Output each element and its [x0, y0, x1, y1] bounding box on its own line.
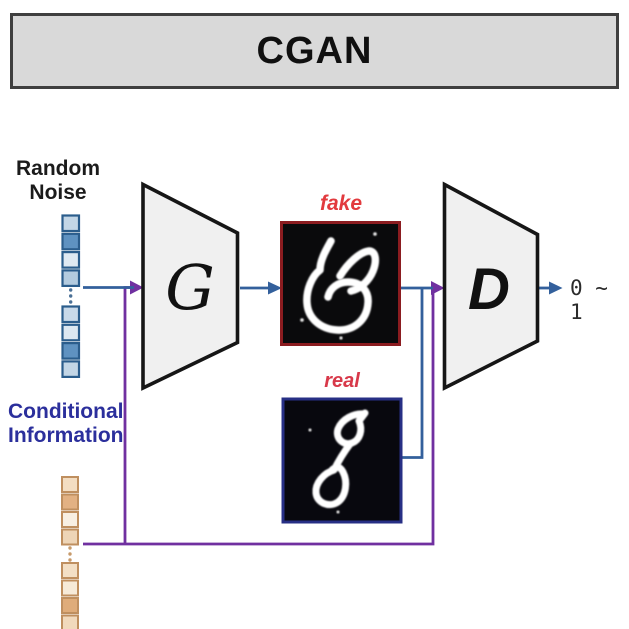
noise-square: [61, 305, 81, 324]
discriminator-block: [442, 181, 540, 391]
noise-square: [61, 251, 81, 269]
noise-square: [61, 232, 81, 251]
real-label: real: [324, 370, 360, 392]
noise-ellipsis-icon: [69, 288, 73, 304]
page-title: CGAN: [256, 29, 373, 72]
fake-image: [280, 221, 401, 346]
output-range-label: 0 ~ 1: [570, 276, 608, 324]
fake-input-arrowhead-icon: [268, 281, 282, 295]
discriminator-label: D: [468, 257, 510, 322]
conditional-square: [61, 476, 79, 493]
real-image: [281, 397, 403, 524]
conditional-information-label: Conditional Information: [8, 400, 124, 447]
noise-square: [61, 360, 81, 378]
fake-digit-glyph-hook: [336, 247, 380, 295]
noise-square: [61, 342, 81, 360]
generator-block: [141, 181, 240, 391]
real-to-discriminator-line: [402, 288, 424, 459]
conditional-ellipsis-icon: [68, 546, 72, 562]
noise-vector: [61, 214, 81, 378]
conditional-square: [61, 614, 79, 629]
conditional-square: [61, 597, 79, 614]
generator-input-arrowhead-icon: [130, 280, 144, 295]
title-box: CGAN: [10, 13, 619, 89]
blue-arrowheads: [268, 281, 563, 295]
conditional-to-generator-line: [123, 286, 133, 544]
discriminator-input-arrowhead-icon: [431, 281, 445, 295]
conditional-square: [61, 562, 79, 579]
conditional-square: [61, 579, 79, 597]
noise-square: [61, 323, 81, 342]
random-noise-label: Random Noise: [16, 157, 100, 204]
fake-digit-glyph: [303, 237, 372, 334]
data-flow-lines: [83, 286, 551, 459]
noise-square: [61, 269, 81, 287]
generator-label: G: [165, 251, 215, 324]
conditional-vector: [61, 476, 79, 629]
real-digit-glyph: [312, 409, 369, 509]
noise-square: [61, 214, 81, 233]
fake-label: fake: [319, 192, 363, 215]
output-arrowhead-icon: [549, 281, 563, 295]
conditional-square: [61, 528, 79, 546]
conditional-square: [61, 493, 79, 511]
conditional-square: [61, 511, 79, 528]
purple-arrowheads: [130, 280, 445, 295]
